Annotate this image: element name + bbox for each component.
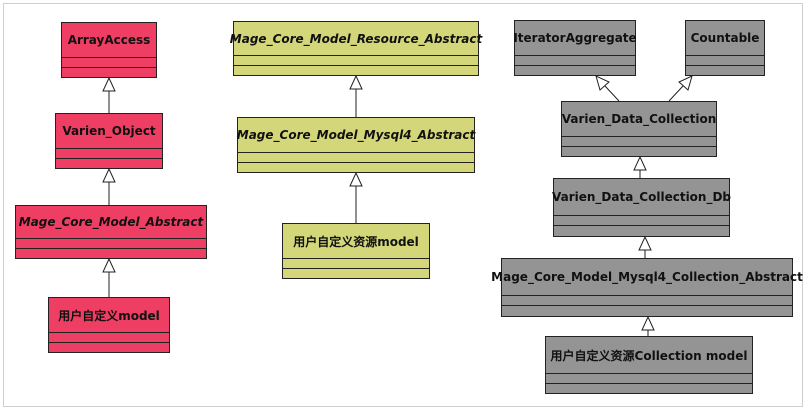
arrow-arrayaccess-icon <box>102 76 116 92</box>
arrow-varien-object-icon <box>102 167 116 183</box>
class-name: ArrayAccess <box>62 23 156 58</box>
class-methods-section <box>234 66 478 75</box>
arrow-countable-icon <box>678 75 693 91</box>
class-name: Varien_Object <box>56 114 162 149</box>
arrow-data-collection-icon <box>633 155 647 171</box>
class-attributes-section <box>56 149 162 159</box>
class-name: Varien_Data_Collection_Db <box>552 179 731 216</box>
class-methods-section <box>686 66 764 75</box>
class-mage-core-model-abstract: Mage_Core_Model_Abstract <box>15 205 207 259</box>
class-attributes-section <box>686 56 764 66</box>
class-custom-resource-model: 用户自定义资源model <box>282 223 430 279</box>
class-arrayaccess: ArrayAccess <box>61 22 157 78</box>
class-mage-core-model-mysql4-abstract: Mage_Core_Model_Mysql4_Abstract <box>237 117 475 173</box>
arrow-mysql4-abstract-icon <box>349 171 363 187</box>
class-attributes-section <box>554 216 729 226</box>
class-name: Mage_Core_Model_Mysql4_Abstract <box>237 118 475 153</box>
class-name: 用户自定义资源model <box>283 224 429 259</box>
class-name: Mage_Core_Model_Abstract <box>16 206 206 239</box>
class-attributes-section <box>238 153 474 163</box>
class-name: 用户自定义资源Collection model <box>546 337 752 374</box>
class-varien-object: Varien_Object <box>55 113 163 169</box>
class-attributes-section <box>16 239 206 249</box>
class-methods-section <box>56 159 162 168</box>
class-methods-section <box>283 269 429 278</box>
arrow-iteratoraggregate-icon <box>595 75 610 91</box>
class-methods-section <box>49 343 169 352</box>
class-name: 用户自定义model <box>49 298 169 333</box>
class-methods-section <box>554 226 729 236</box>
class-attributes-section <box>62 58 156 68</box>
class-attributes-section <box>515 56 635 66</box>
class-methods-section <box>515 66 635 75</box>
class-custom-model: 用户自定义model <box>48 297 170 353</box>
class-iteratoraggregate: IteratorAggregate <box>513 20 637 76</box>
class-mage-core-model-resource-abstract: Mage_Core_Model_Resource_Abstract <box>230 21 482 76</box>
class-varien-data-collection: Varien_Data_Collection <box>561 101 717 157</box>
class-countable: Countable <box>685 20 765 76</box>
class-methods-section <box>16 249 206 258</box>
class-methods-section <box>238 163 474 172</box>
class-attributes-section <box>234 56 478 66</box>
class-name: Varien_Data_Collection <box>562 102 716 137</box>
link-collection-to-countable <box>668 85 684 102</box>
class-varien-data-collection-db: Varien_Data_Collection_Db <box>552 178 731 237</box>
class-methods-section <box>62 68 156 77</box>
class-mage-core-model-mysql4-collection-abstract: Mage_Core_Model_Mysql4_Collection_Abstra… <box>491 258 803 317</box>
link-collection-to-iteratoraggregate <box>604 85 620 102</box>
arrow-mysql4-collection-icon <box>641 315 655 331</box>
class-methods-section <box>546 384 752 393</box>
class-attributes-section <box>546 374 752 384</box>
class-attributes-section <box>49 333 169 343</box>
class-name: Countable <box>686 21 764 56</box>
arrow-resource-abstract-icon <box>349 74 363 90</box>
class-name: Mage_Core_Model_Mysql4_Collection_Abstra… <box>491 259 803 296</box>
class-methods-section <box>502 306 792 316</box>
class-methods-section <box>562 147 716 156</box>
arrow-collection-db-icon <box>638 235 652 251</box>
class-name: IteratorAggregate <box>513 21 637 56</box>
arrow-model-abstract-icon <box>102 257 116 273</box>
class-name: Mage_Core_Model_Resource_Abstract <box>230 22 482 56</box>
class-attributes-section <box>562 137 716 147</box>
class-custom-collection-model: 用户自定义资源Collection model <box>545 336 753 394</box>
class-attributes-section <box>283 259 429 269</box>
class-attributes-section <box>502 296 792 306</box>
